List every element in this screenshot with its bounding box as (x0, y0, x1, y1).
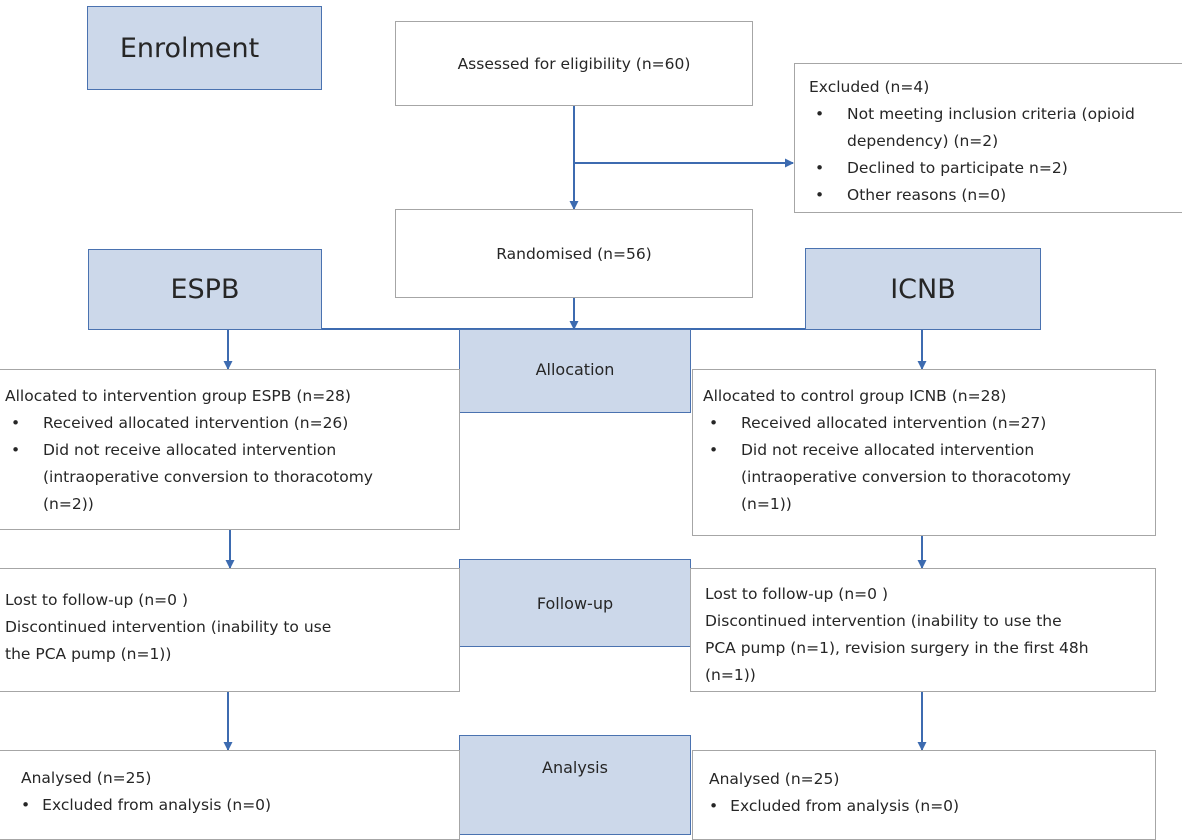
followup-espb-line: Discontinued intervention (inability to … (5, 618, 332, 636)
excluded-title: Excluded (n=4) (809, 78, 930, 96)
enrolment-label: Enrolment (119, 32, 260, 64)
randomised-text: Randomised (n=56) (496, 244, 652, 263)
enrolment-header: Enrolment (87, 6, 322, 90)
followup-header: Follow-up (459, 559, 691, 647)
followup-icnb-line: (n=1)) (705, 666, 756, 684)
analysis-espb-title: Analysed (n=25) (21, 769, 152, 787)
allocated-icnb-item-continued: (intraoperative conversion to thoracotom… (741, 468, 1071, 486)
allocated-icnb-item-continued: (n=1)) (741, 495, 792, 513)
espb-header: ESPB (88, 249, 322, 330)
followup-icnb-line: Discontinued intervention (inability to … (705, 612, 1062, 630)
excluded-item: Not meeting inclusion criteria (opioid (809, 101, 1135, 128)
excluded-list: Not meeting inclusion criteria (opioid d… (809, 101, 1135, 209)
analysis-icnb-item: •Excluded from analysis (n=0) (709, 797, 960, 815)
allocated-espb-item-continued: (intraoperative conversion to thoracotom… (43, 468, 373, 486)
allocated-icnb-item: Did not receive allocated intervention (703, 437, 1071, 464)
allocation-label: Allocation (535, 360, 615, 379)
allocated-icnb-list: Received allocated intervention (n=27) D… (703, 410, 1071, 518)
analysis-header: Analysis (459, 735, 691, 835)
allocated-espb-title: Allocated to intervention group ESPB (n=… (5, 387, 351, 405)
icnb-header: ICNB (805, 248, 1041, 330)
allocated-espb-box: Allocated to intervention group ESPB (n=… (0, 369, 460, 530)
analysis-espb-box: Analysed (n=25) •Excluded from analysis … (0, 750, 460, 840)
analysis-icnb-title: Analysed (n=25) (709, 770, 840, 788)
analysis-icnb-box: Analysed (n=25) •Excluded from analysis … (692, 750, 1156, 840)
allocated-icnb-item: Received allocated intervention (n=27) (703, 410, 1071, 437)
analysis-label: Analysis (542, 758, 608, 777)
randomised-box: Randomised (n=56) (395, 209, 753, 298)
excluded-item-continued: dependency) (n=2) (847, 132, 999, 150)
allocated-espb-item-continued: (n=2)) (43, 495, 94, 513)
allocated-espb-item: Did not receive allocated intervention (5, 437, 373, 464)
allocated-icnb-box: Allocated to control group ICNB (n=28) R… (692, 369, 1156, 536)
excluded-item: Declined to participate n=2) (809, 155, 1135, 182)
excluded-box: Excluded (n=4) Not meeting inclusion cri… (794, 63, 1182, 213)
excluded-item: Other reasons (n=0) (809, 182, 1135, 209)
allocated-espb-item: Received allocated intervention (n=26) (5, 410, 373, 437)
icnb-label: ICNB (890, 273, 956, 305)
followup-espb-line: Lost to follow-up (n=0 ) (5, 591, 189, 609)
allocation-header: Allocation (459, 329, 691, 413)
espb-label: ESPB (170, 274, 240, 305)
assessed-text: Assessed for eligibility (n=60) (457, 54, 691, 73)
followup-espb-line: the PCA pump (n=1)) (5, 645, 172, 663)
allocated-espb-list: Received allocated intervention (n=26) D… (5, 410, 373, 518)
followup-espb-box: Lost to follow-up (n=0 ) Discontinued in… (0, 568, 460, 692)
allocated-icnb-title: Allocated to control group ICNB (n=28) (703, 387, 1007, 405)
followup-icnb-line: Lost to follow-up (n=0 ) (705, 585, 889, 603)
analysis-espb-item: •Excluded from analysis (n=0) (21, 796, 272, 814)
assessed-box: Assessed for eligibility (n=60) (395, 21, 753, 106)
followup-icnb-box: Lost to follow-up (n=0 ) Discontinued in… (690, 568, 1156, 692)
followup-label: Follow-up (536, 593, 614, 613)
followup-icnb-line: PCA pump (n=1), revision surgery in the … (705, 639, 1089, 657)
